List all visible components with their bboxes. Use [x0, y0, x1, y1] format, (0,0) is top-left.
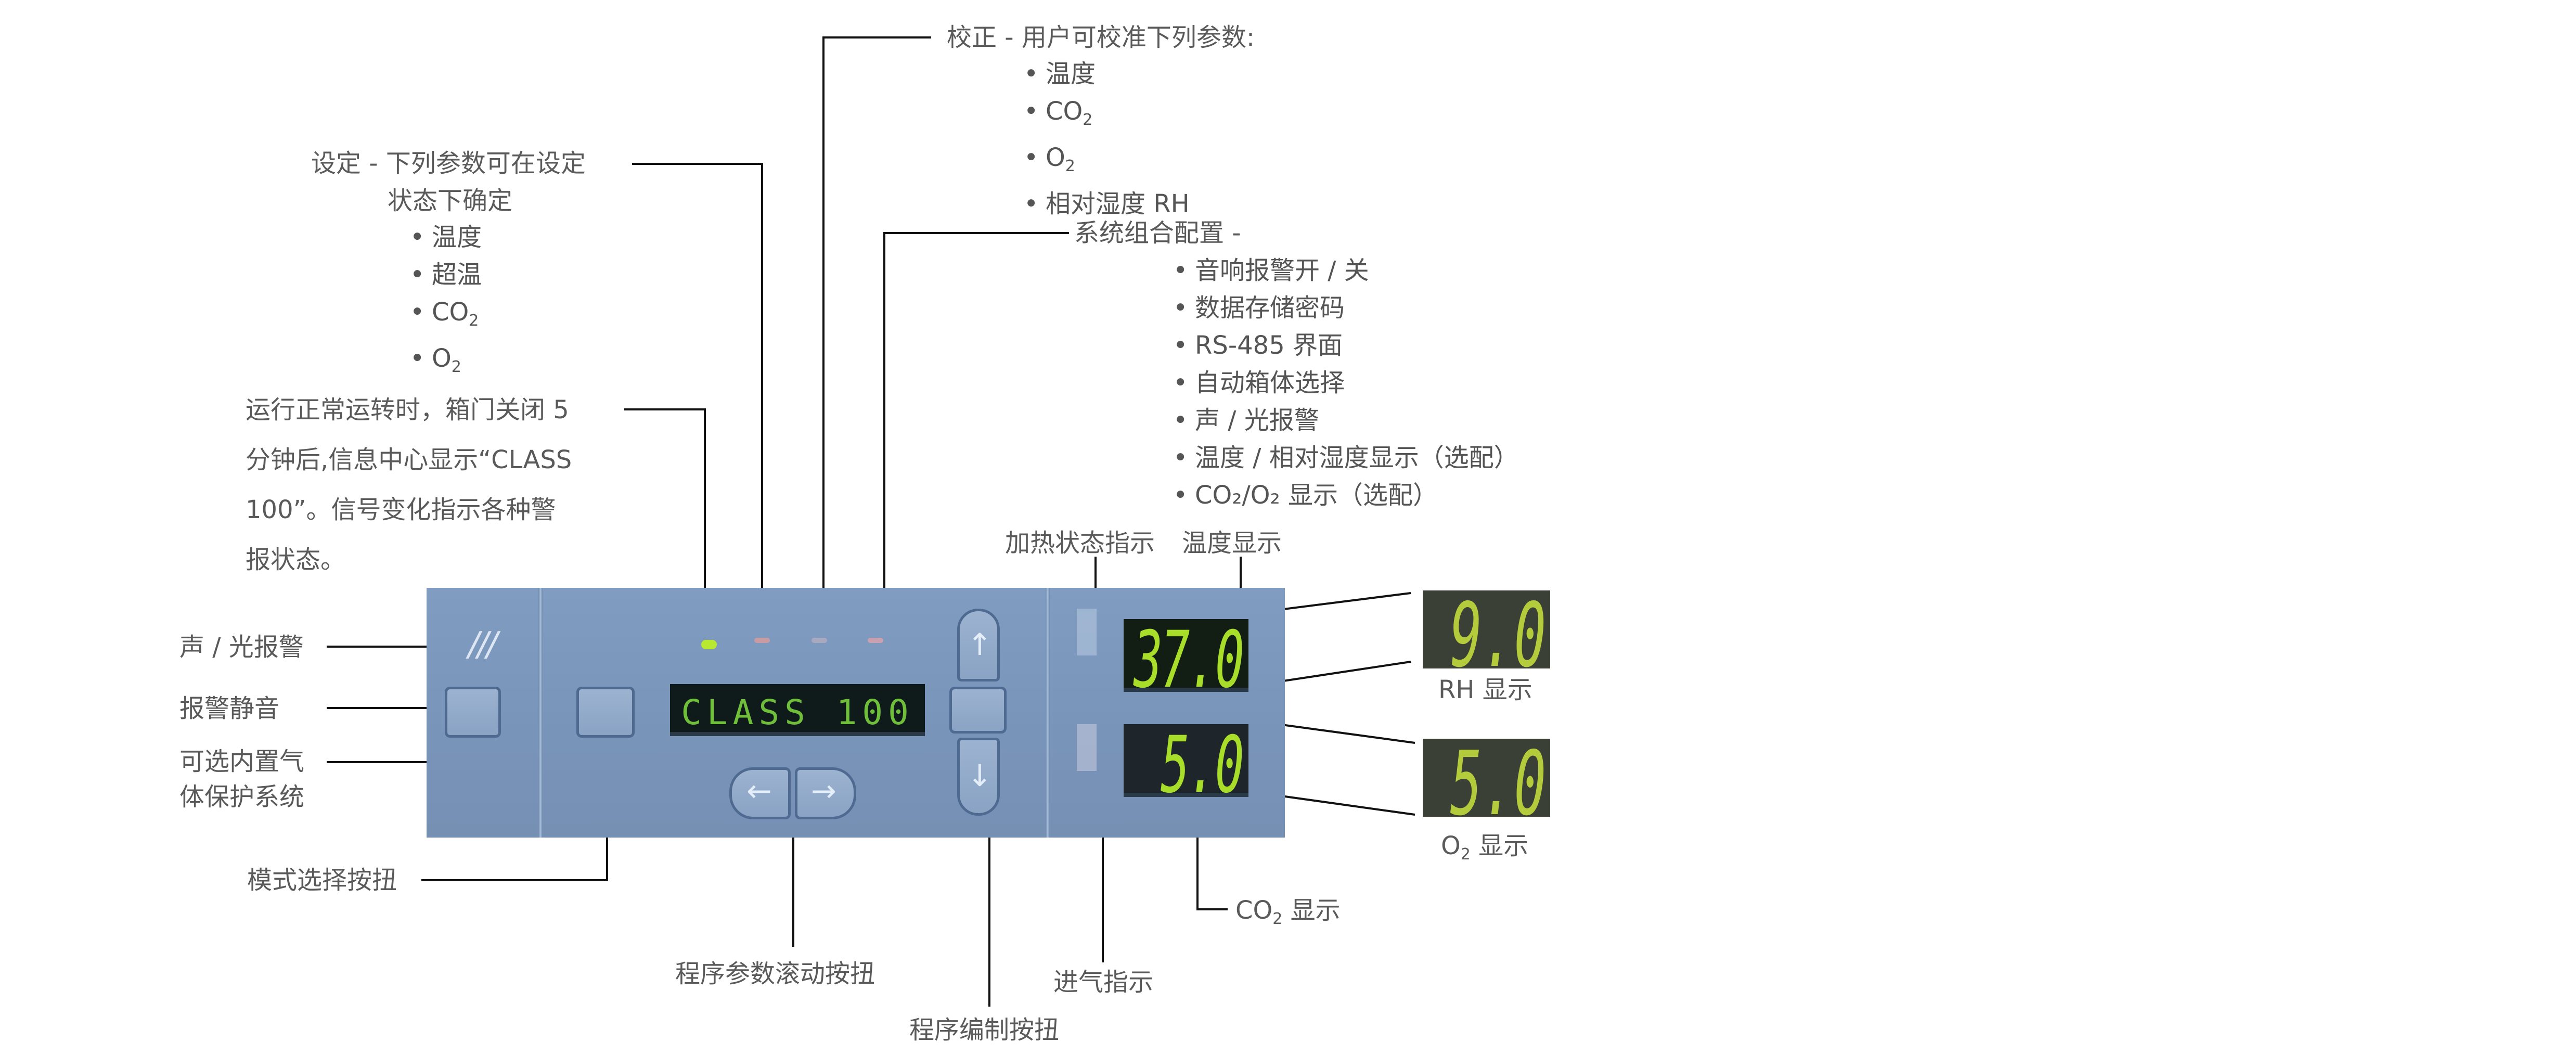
up-button[interactable]: ↑: [957, 609, 1000, 681]
control-panel: /// CLASS 100 ← → ↑ ↓ 37.0 5.0: [427, 588, 1285, 838]
setpoint-list: 温度 超温 CO2 O2: [410, 218, 482, 386]
scroll-right-button[interactable]: →: [795, 767, 856, 819]
set-led: [754, 638, 770, 643]
alarm-label: 声 / 光报警: [179, 633, 304, 662]
list-item: 相对湿度 RH: [1024, 185, 1190, 223]
setpoint-title-line2: 状态下确定: [388, 186, 513, 215]
run-description-line2: 分钟后,信息中心显示“CLASS: [246, 445, 572, 474]
message-display-text: CLASS 100: [681, 692, 914, 732]
config-title: 系统组合配置 -: [1074, 218, 1241, 248]
list-item: 自动箱体选择: [1173, 364, 1519, 402]
list-item: 温度: [410, 218, 482, 256]
run-led: [701, 640, 717, 649]
panel-divider: [1046, 588, 1050, 838]
list-item: O2: [410, 340, 482, 386]
co2-value: 5.0: [1161, 720, 1244, 810]
run-description-line4: 报状态。: [246, 545, 346, 574]
enter-button-label: 程序编制按扭: [909, 1015, 1060, 1045]
message-display: CLASS 100: [670, 684, 925, 736]
inject-indicator: [1077, 724, 1097, 771]
o2-display-label: O2 显示: [1441, 831, 1529, 864]
temp-display-label: 温度显示: [1182, 529, 1282, 558]
down-button[interactable]: ↓: [957, 738, 1000, 816]
setpoint-title: 设定 - 下列参数可在设定: [311, 149, 586, 178]
o2-inset-display: 5.0: [1423, 732, 1550, 835]
list-item: CO₂/O₂ 显示（选配）: [1173, 477, 1519, 514]
list-item: O2: [1024, 139, 1190, 185]
rh-inset-display: 9.0: [1423, 584, 1550, 687]
list-item: RS-485 界面: [1173, 327, 1519, 364]
calibration-title: 校正 - 用户可校准下列参数:: [947, 23, 1255, 52]
config-led: [868, 638, 883, 643]
temperature-display: 37.0: [1124, 615, 1248, 705]
list-item: 音响报警开 / 关: [1173, 252, 1519, 289]
silence-button[interactable]: [445, 687, 501, 738]
scroll-left-button[interactable]: ←: [729, 767, 791, 819]
run-description-line3: 100”。信号变化指示各种警: [246, 495, 556, 524]
inject-indicator-label: 进气指示: [1053, 968, 1154, 997]
rh-display-label: RH 显示: [1438, 675, 1532, 704]
arrow-down-icon: ↓: [967, 758, 993, 793]
silence-label: 报警静音: [179, 694, 280, 723]
arrow-right-icon: →: [811, 773, 836, 808]
gas-guard-label: 可选内置气 体保护系统: [179, 747, 305, 812]
heat-indicator-label: 加热状态指示: [1005, 529, 1155, 558]
mode-label: 模式选择按扭: [247, 866, 397, 895]
cal-led: [812, 638, 827, 643]
arrow-up-icon: ↑: [967, 627, 993, 662]
panel-divider: [538, 588, 543, 838]
list-item: 温度 / 相对湿度显示（选配）: [1173, 439, 1519, 477]
scroll-button-label: 程序参数滚动按扭: [675, 959, 875, 988]
o2-value: 5.0: [1450, 732, 1546, 835]
calibration-list: 温度 CO2 O2 相对湿度 RH: [1024, 55, 1190, 223]
mode-button[interactable]: [576, 687, 635, 738]
heat-indicator: [1077, 609, 1097, 655]
list-item: 温度: [1024, 55, 1190, 93]
config-list: 音响报警开 / 关 数据存储密码 RS-485 界面 自动箱体选择 声 / 光报…: [1173, 252, 1519, 514]
run-description-line1: 运行正常运转时，箱门关闭 5: [246, 395, 569, 424]
arrow-left-icon: ←: [746, 773, 772, 808]
enter-button[interactable]: [949, 687, 1007, 734]
co2-display-label: CO2 显示: [1235, 896, 1341, 928]
list-item: 声 / 光报警: [1173, 402, 1519, 439]
list-item: 超温: [410, 256, 482, 293]
list-item: 数据存储密码: [1173, 289, 1519, 327]
rh-value: 9.0: [1450, 584, 1546, 687]
list-item: CO2: [1024, 93, 1190, 139]
temperature-value: 37.0: [1133, 615, 1244, 705]
co2-display: 5.0: [1124, 720, 1248, 810]
list-item: CO2: [410, 293, 482, 340]
alarm-light-icon: ///: [468, 625, 498, 664]
